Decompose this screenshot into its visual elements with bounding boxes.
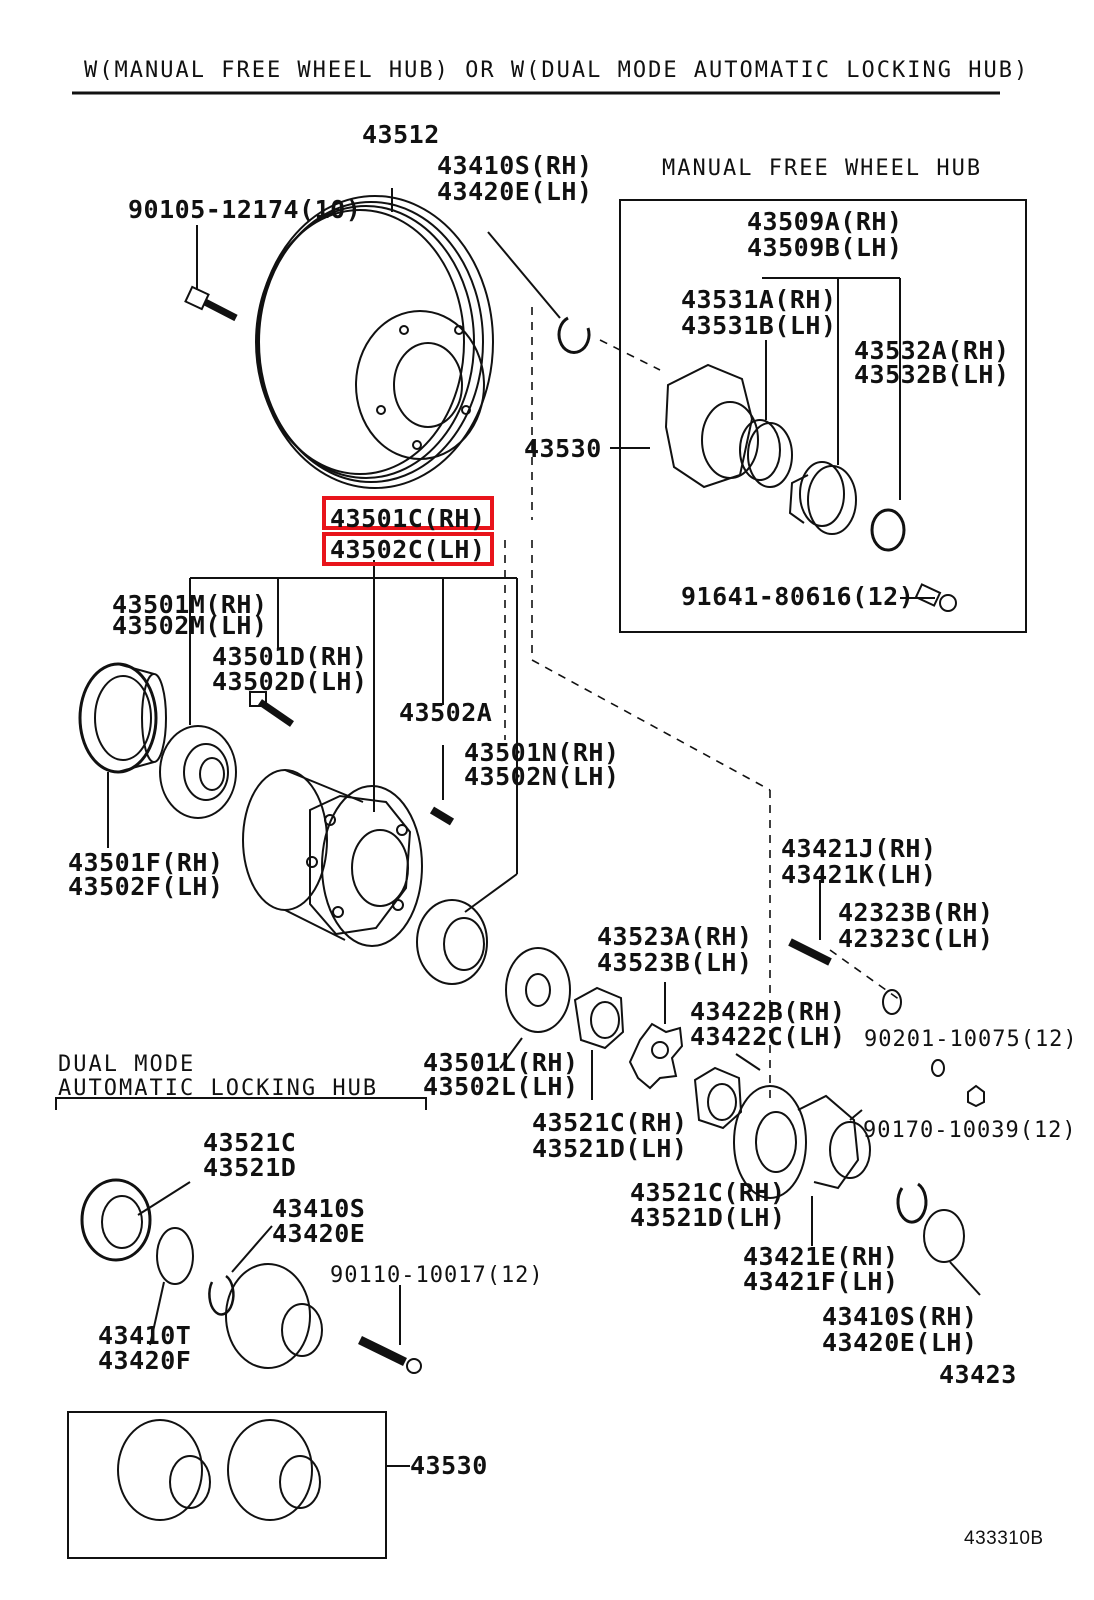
part-43420f[interactable]: 43420F — [98, 1346, 192, 1375]
part-43502n[interactable]: 43502N(LH) — [464, 762, 620, 791]
axle-hub — [242, 769, 423, 947]
part-43421k[interactable]: 43421K(LH) — [781, 860, 937, 889]
part-90110[interactable]: 90110-10017(12) — [330, 1263, 544, 1288]
part-43501l[interactable]: 43501L(RH) — [423, 1048, 579, 1077]
outer-bearing — [159, 725, 237, 819]
hub-kit-parts — [117, 1419, 410, 1521]
lock-nut-2 — [693, 1066, 743, 1130]
part-43421e[interactable]: 43421E(RH) — [743, 1242, 899, 1271]
part-43532a[interactable]: 43532A(RH) — [854, 336, 1010, 365]
part-43509a[interactable]: 43509A(RH) — [747, 207, 903, 236]
part-43530-bottom[interactable]: 43530 — [410, 1451, 488, 1480]
part-43410s-rh-bottom[interactable]: 43410S(RH) — [822, 1302, 978, 1331]
hub-screw — [249, 691, 294, 727]
claw-washer — [499, 947, 571, 1069]
part-90105[interactable]: 90105-12174(10) — [128, 195, 362, 224]
part-43421f[interactable]: 43421F(LH) — [743, 1267, 899, 1296]
manual-hub-leader-lines — [610, 277, 935, 599]
page-title: W(MANUAL FREE WHEEL HUB) OR W(DUAL MODE … — [84, 58, 1030, 83]
disc-bolt — [184, 225, 238, 322]
hub-stud — [788, 938, 832, 966]
part-43422c[interactable]: 43422C(LH) — [690, 1022, 846, 1051]
part-43410t[interactable]: 43410T — [98, 1321, 192, 1350]
dual-mode-parts — [80, 1178, 422, 1374]
part-43521d-low[interactable]: 43521D(LH) — [630, 1203, 786, 1232]
part-43501c-highlighted[interactable]: 43501C(RH) — [330, 504, 486, 533]
manual-hub-box — [619, 199, 1027, 633]
highlight-box-43501c — [322, 496, 494, 530]
part-43502d[interactable]: 43502D(LH) — [212, 667, 368, 696]
part-43521c-dual[interactable]: 43521C — [203, 1128, 297, 1157]
part-43502c-highlighted[interactable]: 43502C(LH) — [330, 535, 486, 564]
part-43420e-lh-bottom[interactable]: 43420E(LH) — [822, 1328, 978, 1357]
part-43523b[interactable]: 43523B(LH) — [597, 948, 753, 977]
dual-mode-caption-2: AUTOMATIC LOCKING HUB — [58, 1076, 379, 1101]
part-43423[interactable]: 43423 — [939, 1360, 1017, 1389]
snap-ring-bottom — [896, 1182, 981, 1296]
part-91641[interactable]: 91641-80616(12) — [681, 582, 915, 611]
manual-hub-caption: MANUAL FREE WHEEL HUB — [662, 156, 983, 181]
part-43530-top[interactable]: 43530 — [524, 434, 602, 463]
part-42323c[interactable]: 42323C(LH) — [838, 924, 994, 953]
inner-bearing — [416, 899, 488, 985]
part-43532b[interactable]: 43532B(LH) — [854, 360, 1010, 389]
small-nuts — [882, 989, 985, 1108]
part-43410s-dual[interactable]: 43410S — [272, 1194, 366, 1223]
drive-flange — [733, 1053, 871, 1199]
dual-mode-caption-1: DUAL MODE — [58, 1052, 196, 1077]
assembly-dashes — [504, 307, 901, 1100]
part-43501n[interactable]: 43501N(RH) — [464, 738, 620, 767]
snap-ring-top — [487, 231, 591, 354]
part-43420e-dual[interactable]: 43420E — [272, 1219, 366, 1248]
part-43420e-lh-top[interactable]: 43420E(LH) — [437, 177, 593, 206]
part-43410s-rh-top[interactable]: 43410S(RH) — [437, 151, 593, 180]
brake-disc — [255, 188, 494, 489]
part-43501d[interactable]: 43501D(RH) — [212, 642, 368, 671]
manual-hub-parts — [664, 363, 957, 612]
part-43421j[interactable]: 43421J(RH) — [781, 834, 937, 863]
oil-seal — [78, 662, 167, 774]
part-43521d-mid[interactable]: 43521D(LH) — [532, 1134, 688, 1163]
lock-washer — [628, 982, 684, 1090]
lock-nut — [573, 986, 625, 1100]
hub-kit-box — [67, 1411, 387, 1559]
part-43531a[interactable]: 43531A(RH) — [681, 285, 837, 314]
part-43501m[interactable]: 43501M(RH) — [112, 590, 268, 619]
hub-pin — [429, 806, 455, 826]
part-43523a[interactable]: 43523A(RH) — [597, 922, 753, 951]
highlight-box-43502c — [322, 532, 494, 566]
part-43509b[interactable]: 43509B(LH) — [747, 233, 903, 262]
part-43502a[interactable]: 43502A — [399, 698, 493, 727]
part-43521c-mid[interactable]: 43521C(RH) — [532, 1108, 688, 1137]
main-leader-lines — [107, 560, 518, 913]
figure-code: 433310B — [964, 1528, 1044, 1549]
part-43521c-low[interactable]: 43521C(RH) — [630, 1178, 786, 1207]
part-43502f[interactable]: 43502F(LH) — [68, 872, 224, 901]
part-43521d-dual[interactable]: 43521D — [203, 1153, 297, 1182]
part-43502m[interactable]: 43502M(LH) — [112, 611, 268, 640]
part-43502l[interactable]: 43502L(LH) — [423, 1072, 579, 1101]
part-43531b[interactable]: 43531B(LH) — [681, 311, 837, 340]
dual-mode-bracket — [55, 1097, 427, 1110]
part-90170[interactable]: 90170-10039(12) — [863, 1118, 1077, 1143]
part-43512[interactable]: 43512 — [362, 120, 440, 149]
part-42323b[interactable]: 42323B(RH) — [838, 898, 994, 927]
part-90201[interactable]: 90201-10075(12) — [864, 1027, 1078, 1052]
part-43422b[interactable]: 43422B(RH) — [690, 997, 846, 1026]
part-43501f[interactable]: 43501F(RH) — [68, 848, 224, 877]
